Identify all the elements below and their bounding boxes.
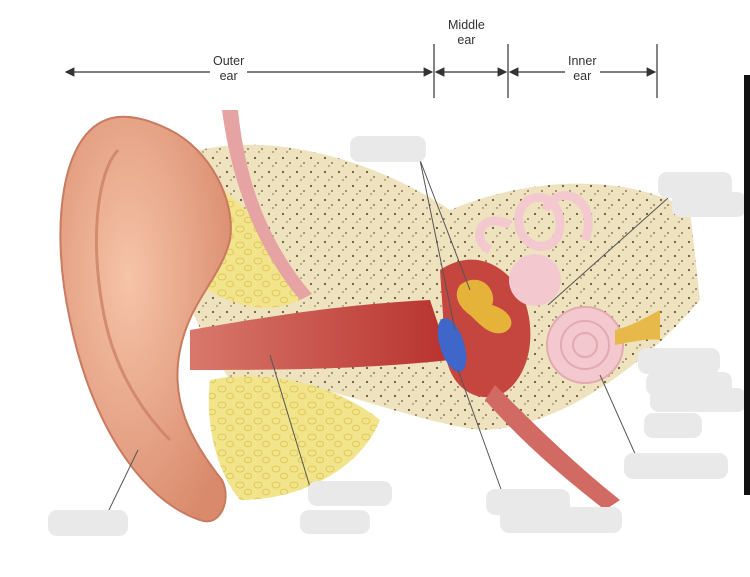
eustachian-tube-shape	[485, 385, 620, 510]
eardrum-shape	[437, 318, 467, 372]
pinna-shape	[59, 115, 232, 523]
blank-box-ear-canal	[308, 481, 392, 506]
middle-ear-label: Middle ear	[445, 18, 488, 48]
blank-box-semicircular-canals-2	[672, 192, 746, 217]
blank-box-ear-canal-2	[300, 510, 370, 534]
ossicles-shape	[456, 279, 512, 334]
helix-fold	[94, 148, 172, 442]
auditory-nerve-shape	[615, 310, 660, 345]
outer-ear-label: Outer ear	[210, 54, 248, 84]
blank-box-cochlea	[624, 453, 728, 479]
semicircular-canals-shape	[475, 191, 593, 306]
blank-box-vestibule	[644, 413, 702, 438]
blank-box-auditory-nerve	[638, 348, 720, 374]
lower-cartilage	[208, 376, 380, 500]
ear-canal-shape	[190, 300, 450, 370]
leader-lines	[107, 159, 669, 513]
cochlea-shape	[546, 306, 624, 384]
blank-box-auditory-nerve-3	[650, 388, 746, 412]
inner-ear-label: Inner ear	[565, 54, 600, 84]
blank-box-ossicles	[350, 136, 426, 162]
blank-box-pinna	[48, 510, 128, 536]
blank-box-eardrum-2	[500, 507, 622, 533]
blood-vessel	[222, 110, 312, 300]
right-edge-bar	[744, 75, 750, 495]
